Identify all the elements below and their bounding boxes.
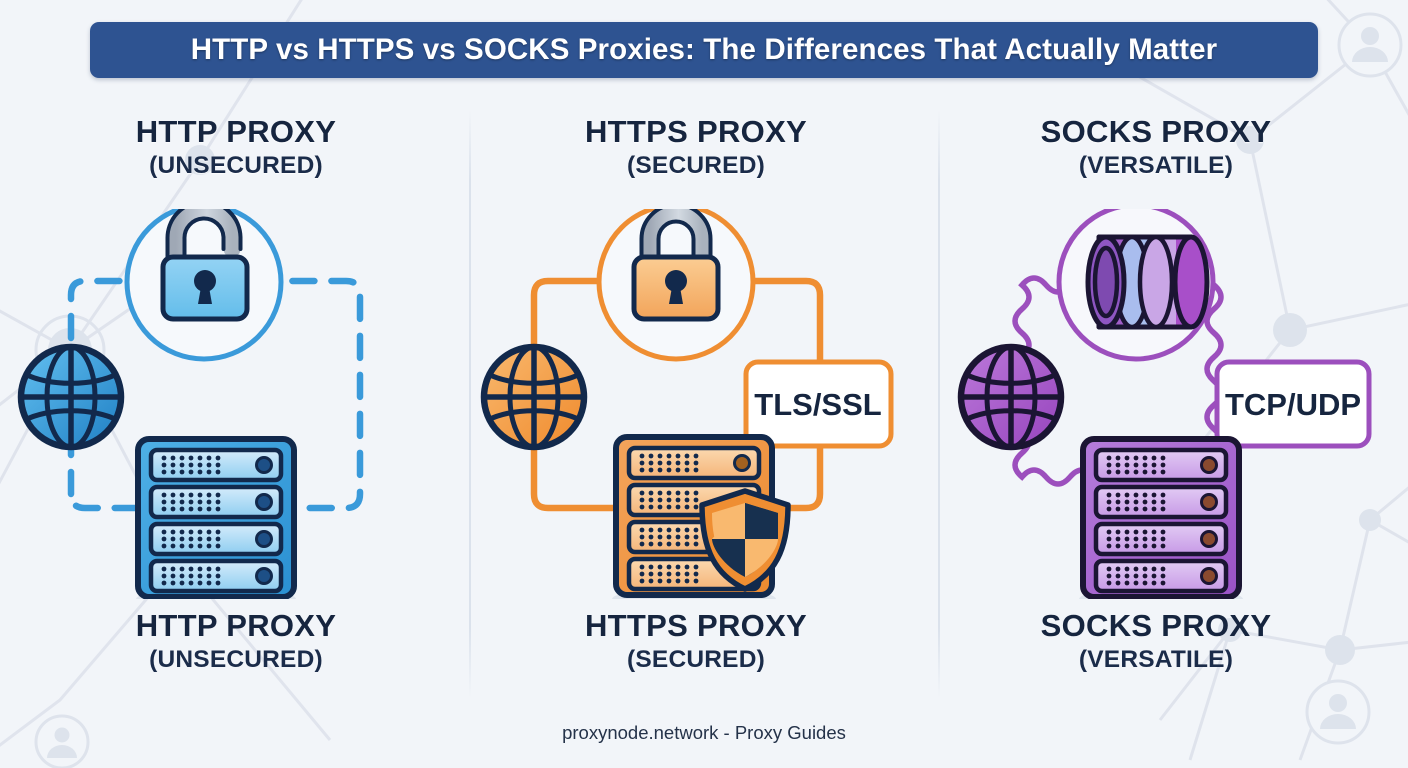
- socks-footer-subtitle: (VERSATILE): [1078, 645, 1234, 673]
- network-person-node: [34, 714, 90, 768]
- page-title-bar: HTTP vs HTTPS vs SOCKS Proxies: The Diff…: [90, 22, 1318, 78]
- http-footer-title: HTTP PROXY: [135, 608, 337, 643]
- https-globe-icon: [480, 343, 588, 451]
- tls-ssl-badge-label: TLS/SSL: [754, 387, 881, 422]
- network-person-node: [1305, 679, 1371, 745]
- https-solid-connection-path: [530, 277, 824, 512]
- tcp-udp-badge: TCP/UDP: [1214, 359, 1372, 467]
- socks-footer-label: SOCKS PROXY (VERSATILE): [936, 608, 1376, 674]
- http-header: HTTP PROXY (UNSECURED): [16, 114, 456, 180]
- https-proxy-illustration: TLS/SSL: [480, 209, 894, 599]
- http-globe-icon: [17, 343, 125, 451]
- socks-proxy-illustration: TCP/UDP: [957, 209, 1372, 599]
- socks-header-title: SOCKS PROXY: [1040, 114, 1272, 149]
- closed-padlock-icon: [631, 209, 721, 322]
- socks-footer-title: SOCKS PROXY: [1040, 608, 1272, 643]
- https-footer-label: HTTPS PROXY (SECURED): [476, 608, 916, 674]
- page-title: HTTP vs HTTPS vs SOCKS Proxies: The Diff…: [190, 33, 1218, 66]
- https-header-title: HTTPS PROXY: [584, 114, 808, 149]
- http-footer-subtitle: (UNSECURED): [149, 645, 323, 673]
- http-header-subtitle: (UNSECURED): [149, 151, 323, 179]
- https-server-rack-icon: [612, 434, 791, 599]
- https-footer-subtitle: (SECURED): [627, 645, 765, 673]
- socks-header-subtitle: (VERSATILE): [1078, 151, 1234, 179]
- http-footer-label: HTTP PROXY (UNSECURED): [16, 608, 456, 674]
- tls-ssl-badge: TLS/SSL: [743, 359, 894, 467]
- http-server-rack-icon: [135, 436, 297, 599]
- socks-header: SOCKS PROXY (VERSATILE): [936, 114, 1376, 180]
- tunnel-layers-icon: [1085, 234, 1210, 330]
- source-credit: proxynode.network - Proxy Guides: [562, 722, 846, 743]
- https-header: HTTPS PROXY (SECURED): [476, 114, 916, 180]
- network-person-node: [1337, 12, 1403, 78]
- open-padlock-icon: [160, 209, 250, 322]
- column-divider-1: [469, 110, 471, 698]
- socks-globe-icon: [957, 343, 1065, 451]
- column-socks-proxy: SOCKS PROXY (VERSATILE): [936, 104, 1376, 704]
- http-header-title: HTTP PROXY: [135, 114, 337, 149]
- security-shield-icon: [699, 488, 791, 592]
- column-https-proxy: HTTPS PROXY (SECURED): [476, 104, 916, 704]
- http-proxy-illustration: [17, 209, 364, 599]
- https-footer-title: HTTPS PROXY: [584, 608, 808, 643]
- socks-server-rack-icon: [1079, 436, 1243, 599]
- http-dashed-connection-path: [67, 277, 364, 512]
- column-divider-2: [938, 110, 940, 698]
- https-header-subtitle: (SECURED): [627, 151, 765, 179]
- column-http-proxy: HTTP PROXY (UNSECURED): [16, 104, 456, 704]
- tcp-udp-badge-label: TCP/UDP: [1225, 387, 1361, 422]
